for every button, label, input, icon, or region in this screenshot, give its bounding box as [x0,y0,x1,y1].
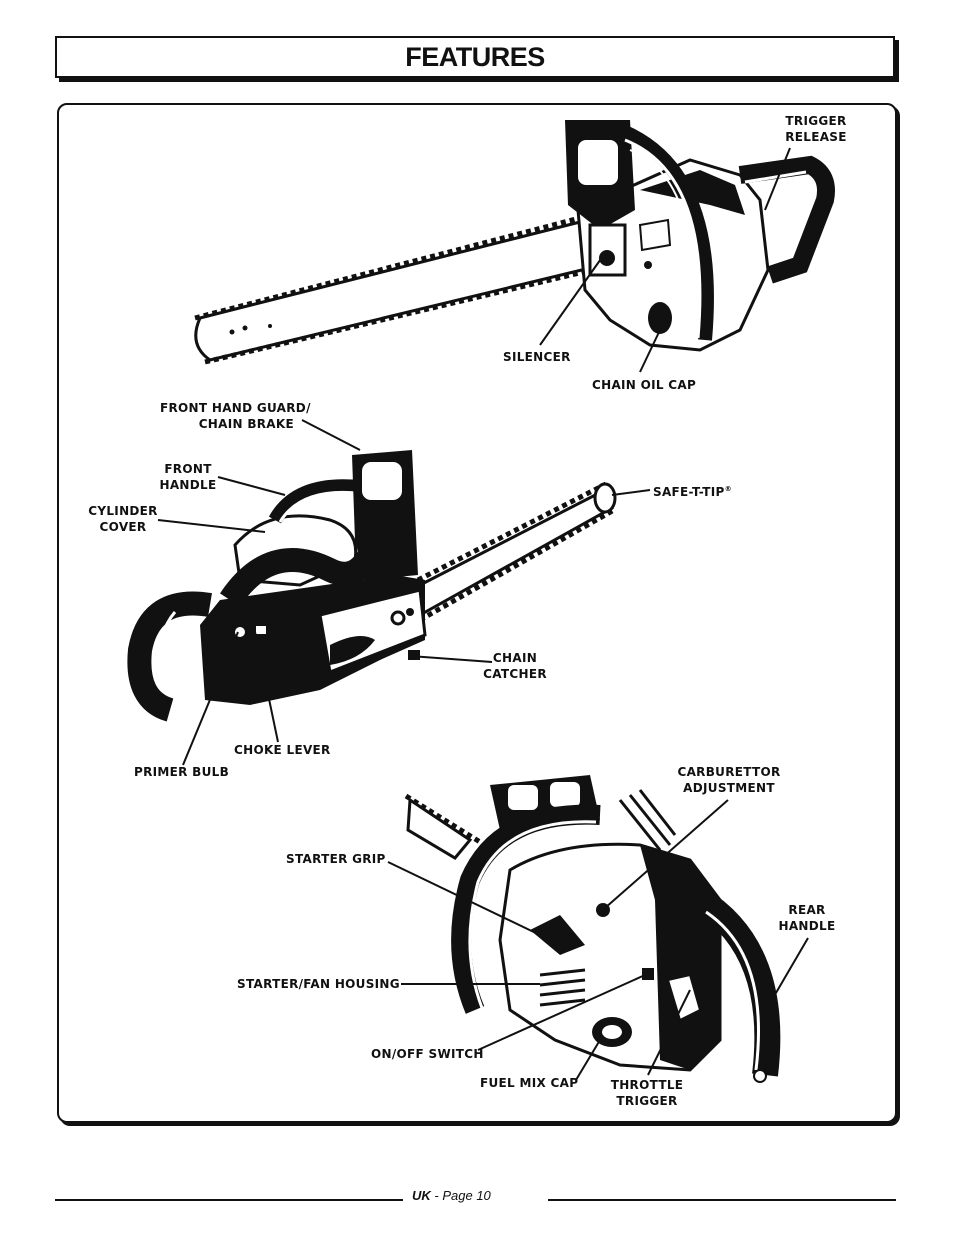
label-silencer: SILENCER [503,350,571,364]
label-chain-oil-cap: CHAIN OIL CAP [592,378,697,392]
label-front-handle: FRONT HANDLE [159,462,217,492]
footer-rule-left [55,1199,403,1201]
label-throttle-trigger: THROTTLE TRIGGER [610,1078,684,1108]
bottom-chainsaw-illustration [404,775,781,1083]
label-carburettor-adjustment: CARBURETTOR ADJUSTMENT [677,765,781,795]
footer-rule-right [548,1199,896,1201]
page-title-box: FEATURES [55,36,895,78]
top-chainsaw-illustration [194,120,835,365]
label-cylinder-cover: CYLINDER COVER [88,504,158,534]
middle-chainsaw-illustration [127,450,617,722]
label-front-hand-guard: FRONT HAND GUARD/ CHAIN BRAKE [160,401,311,431]
label-primer-bulb: PRIMER BULB [134,765,230,779]
label-fuel-mix-cap: FUEL MIX CAP [480,1076,579,1090]
page-title: FEATURES [405,41,545,72]
label-starter-fan-housing: STARTER/FAN HOUSING [237,977,400,991]
callout-leader-lines [157,147,809,1081]
label-chain-catcher: CHAIN CATCHER [483,651,547,681]
label-choke-lever: CHOKE LEVER [234,743,331,757]
label-trigger-release: TRIGGER RELEASE [785,114,847,144]
footer-page-number: UK - Page 10 [412,1188,491,1203]
page-footer: UK - Page 10 [0,1188,954,1208]
label-safe-t-tip: SAFE-T-TIP® [653,485,732,499]
label-starter-grip: STARTER GRIP [286,852,386,866]
label-on-off-switch: ON/OFF SWITCH [371,1047,484,1061]
label-rear-handle: REAR HANDLE [778,903,836,933]
